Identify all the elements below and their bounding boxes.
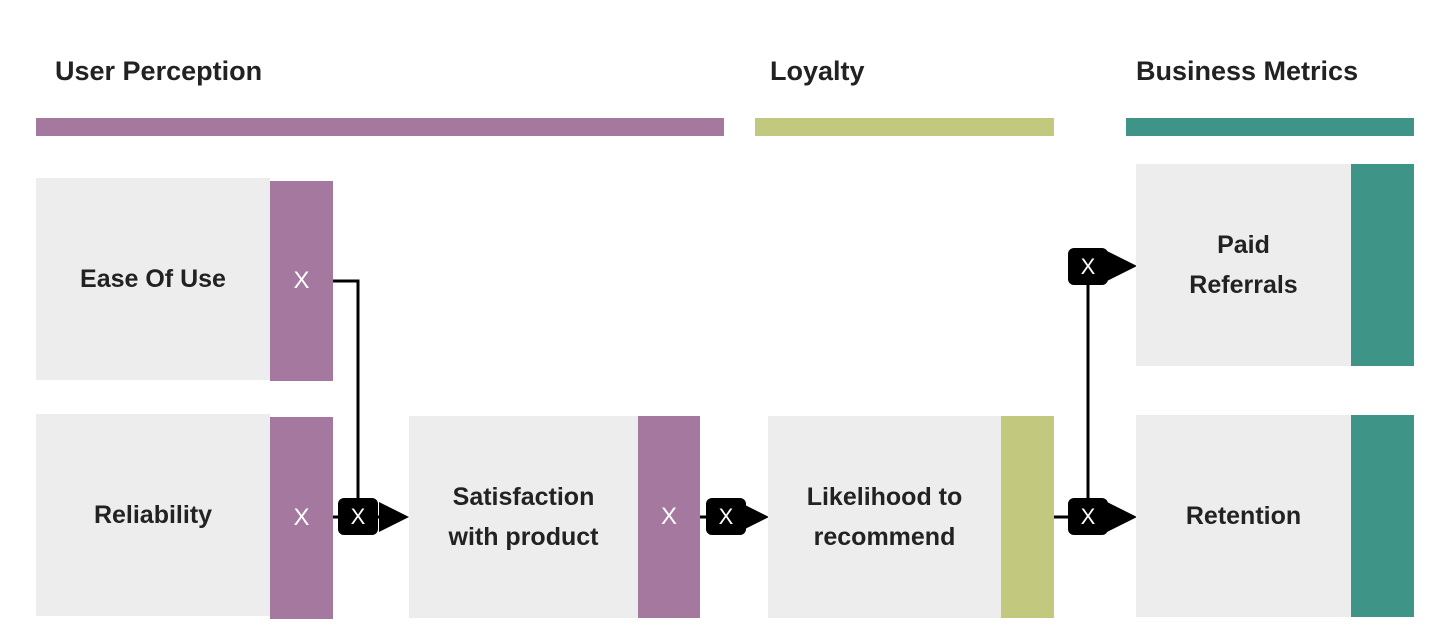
multiply-node-2: X <box>706 498 746 535</box>
node-ease-of-use: Ease Of Use <box>36 178 270 380</box>
retention-strip <box>1351 415 1414 617</box>
satisfaction-multiplier: X <box>638 416 700 618</box>
reliability-multiplier: X <box>270 417 333 619</box>
header-loyalty: Loyalty <box>770 56 865 86</box>
multiply-node-3: X <box>1068 498 1108 535</box>
loyalty-bar <box>755 118 1054 136</box>
user-perception-bar <box>36 118 724 136</box>
paid-referrals-strip <box>1351 164 1414 366</box>
ease-multiplier: X <box>270 181 333 381</box>
likelihood-strip <box>1001 416 1054 618</box>
multiply-node-4: X <box>1068 248 1108 285</box>
header-user-perception: User Perception <box>55 56 263 86</box>
multiply-node-1: X <box>338 498 378 535</box>
node-satisfaction: Satisfaction with product <box>409 416 638 618</box>
node-likelihood: Likelihood to recommend <box>768 416 1001 618</box>
node-retention: Retention <box>1136 415 1351 617</box>
node-paid-referrals: Paid Referrals <box>1136 164 1351 366</box>
header-business-metrics: Business Metrics <box>1136 56 1359 86</box>
business-metrics-bar <box>1126 118 1414 136</box>
node-reliability: Reliability <box>36 414 270 616</box>
